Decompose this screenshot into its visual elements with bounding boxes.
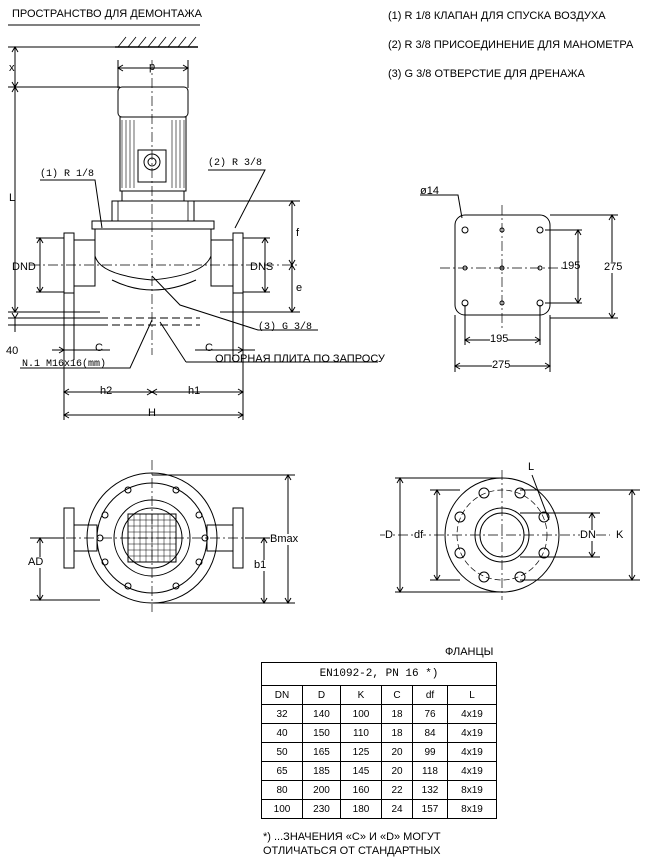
table-cell: 99 <box>412 742 448 762</box>
table-cell: 4x19 <box>447 742 497 762</box>
table-row: 80 200 160 22 132 8x19 <box>261 780 497 800</box>
header-cell: D <box>302 685 341 705</box>
header-cell: L <box>447 685 497 705</box>
footnote-line-1: *) ...ЗНАЧЕНИЯ «C» И «D» МОГУТ <box>263 831 441 843</box>
table-cell: 165 <box>302 742 341 762</box>
table-cell: 4x19 <box>447 761 497 781</box>
dim-195-horizontal-label: 195 <box>490 333 509 345</box>
note-2: (2) R 3/8 ПРИСОЕДИНЕНИЕ ДЛЯ МАНОМЕТРА <box>388 39 634 51</box>
notes-list: (1) R 1/8 КЛАПАН ДЛЯ СПУСКА ВОЗДУХА (2) … <box>388 10 633 97</box>
table-cell: 84 <box>412 723 448 743</box>
dim-L-label: L <box>9 192 16 204</box>
table-cell: 125 <box>340 742 382 762</box>
dim-x-label: x <box>9 62 15 74</box>
dim-b1-label: b1 <box>254 559 267 571</box>
callout-1-label: (1) R 1/8 <box>40 169 95 180</box>
dim-275-vertical-label: 275 <box>604 261 623 273</box>
dim-195-vertical-label: 195 <box>562 260 581 272</box>
dim-Bmax-label: Bmax <box>270 533 299 545</box>
dim-C-left-label: C <box>95 342 103 354</box>
table-row: 100 230 180 24 157 8x19 <box>261 799 497 819</box>
table-row: 40 150 110 18 84 4x19 <box>261 723 497 743</box>
callout-3-label: (3) G 3/8 <box>258 322 313 333</box>
table-cell: 4x19 <box>447 723 497 743</box>
standard-cell: EN1092-2, PN 16 *) <box>261 662 497 686</box>
table-row: 50 165 125 20 99 4x19 <box>261 742 497 762</box>
table-cell: 150 <box>302 723 341 743</box>
header-cell: C <box>381 685 413 705</box>
footnote: *) ...ЗНАЧЕНИЯ «C» И «D» МОГУТ ОТЛИЧАТЬС… <box>263 830 441 858</box>
top-view-pump <box>30 460 295 612</box>
table-cell: 185 <box>302 761 341 781</box>
table-cell: 20 <box>381 761 413 781</box>
table-cell: 180 <box>340 799 382 819</box>
table-cell: 8x19 <box>447 799 497 819</box>
table-cell: 100 <box>340 704 382 724</box>
dim-flange-L-label: L <box>528 461 535 473</box>
dim-H-label: H <box>148 407 156 419</box>
hole-diameter-label: ø14 <box>420 185 439 197</box>
table-cell: 20 <box>381 742 413 762</box>
header-cell: K <box>340 685 382 705</box>
table-cell: 132 <box>412 780 448 800</box>
table-cell: 110 <box>340 723 382 743</box>
dim-e-label: e <box>296 282 303 294</box>
table-cell: 160 <box>340 780 382 800</box>
note-1: (1) R 1/8 КЛАПАН ДЛЯ СПУСКА ВОЗДУХА <box>388 10 606 22</box>
base-plate-on-request-label: ОПОРНАЯ ПЛИТА ПО ЗАПРОСУ <box>215 353 385 365</box>
dim-C-right-label: C <box>205 342 213 354</box>
table-cell: 24 <box>381 799 413 819</box>
table-cell: 80 <box>261 780 303 800</box>
dim-h1-label: h1 <box>188 385 201 397</box>
dim-40-label: 40 <box>6 345 19 357</box>
table-cell: 22 <box>381 780 413 800</box>
dim-AD-label: AD <box>28 556 44 568</box>
dim-DND-label: DND <box>12 261 36 273</box>
table-header-row: DN D K C df L <box>261 685 497 705</box>
table-cell: 230 <box>302 799 341 819</box>
footnote-line-2: ОТЛИЧАТЬСЯ ОТ СТАНДАРТНЫХ <box>263 845 441 857</box>
dim-f-label: f <box>296 227 300 239</box>
table-cell: 100 <box>261 799 303 819</box>
dim-D-label: D <box>385 529 393 541</box>
table-cell: 76 <box>412 704 448 724</box>
flanges-table: EN1092-2, PN 16 *) DN D K C df L 32 140 … <box>261 662 497 819</box>
table-cell: 18 <box>381 723 413 743</box>
side-view-pump <box>8 24 378 420</box>
dim-DNS-label: DNS <box>250 261 274 273</box>
dim-h2-label: h2 <box>100 385 113 397</box>
header-cell: df <box>412 685 448 705</box>
table-row: 65 185 145 20 118 4x19 <box>261 761 497 781</box>
table-cell: 18 <box>381 704 413 724</box>
table-cell: 200 <box>302 780 341 800</box>
space-for-removal-label: ПРОСТРАНСТВО ДЛЯ ДЕМОНТАЖА <box>12 8 202 20</box>
table-cell: 50 <box>261 742 303 762</box>
bolts-label: N.1 M16x16(mm) <box>22 359 107 370</box>
header-cell: DN <box>261 685 303 705</box>
base-plate-view <box>420 194 618 372</box>
table-cell: 40 <box>261 723 303 743</box>
table-cell: 118 <box>412 761 448 781</box>
table-cell: 4x19 <box>447 704 497 724</box>
dim-DN-label: DN <box>580 529 596 541</box>
flanges-title: ФЛАНЦЫ <box>445 646 494 658</box>
table-cell: 157 <box>412 799 448 819</box>
dim-275-horizontal-label: 275 <box>492 359 511 371</box>
table-cell: 65 <box>261 761 303 781</box>
dim-df-label: df <box>414 529 424 541</box>
callout-2-label: (2) R 3/8 <box>208 158 263 169</box>
table-cell: 32 <box>261 704 303 724</box>
table-cell: 8x19 <box>447 780 497 800</box>
table-cell: 145 <box>340 761 382 781</box>
table-standard-row: EN1092-2, PN 16 *) <box>261 662 497 686</box>
dim-p-label: p <box>149 61 156 73</box>
table-row: 32 140 100 18 76 4x19 <box>261 704 497 724</box>
table-cell: 140 <box>302 704 341 724</box>
dim-K-label: K <box>616 529 624 541</box>
note-3: (3) G 3/8 ОТВЕРСТИЕ ДЛЯ ДРЕНАЖА <box>388 68 585 80</box>
